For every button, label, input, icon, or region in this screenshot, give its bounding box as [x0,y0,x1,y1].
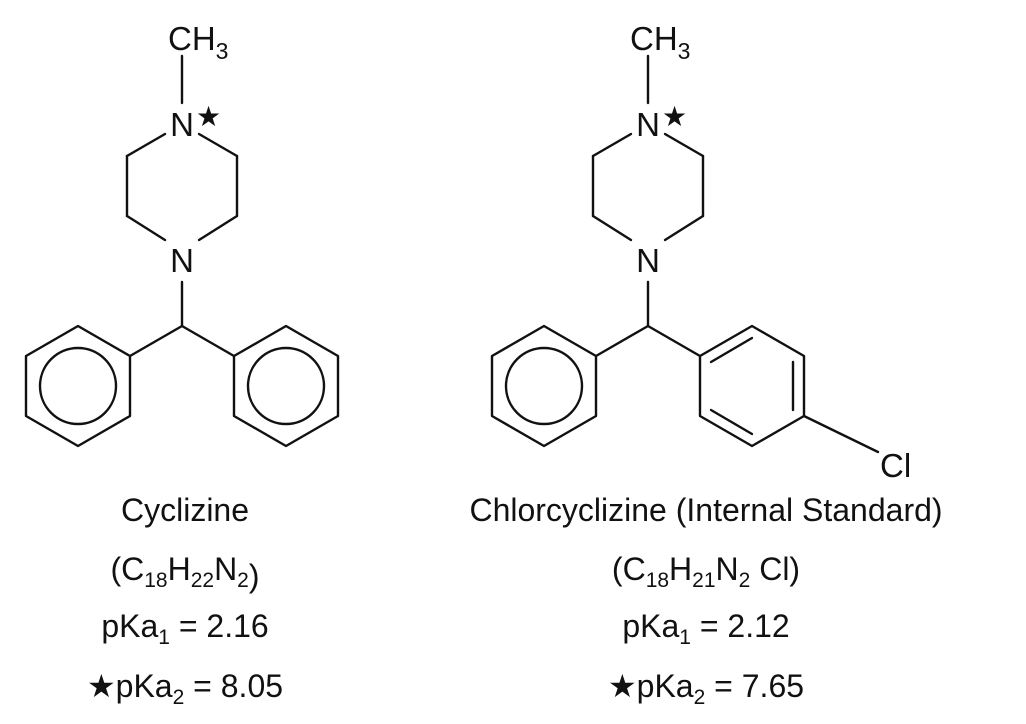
cyclizine-name: Cyclizine [121,492,249,528]
cyclizine-caption: Cyclizine (C18H22N2) pKa1 = 2.16 ★pKa2 =… [87,492,283,709]
cyclizine-pka2: ★pKa2 = 8.05 [87,668,283,709]
cyclizine-structure: CH3 N ★ N [24,20,340,448]
chlorcyclizine-phenyl-ring [490,324,598,448]
cyclizine-n-bottom-label: N [170,242,194,279]
chlorcyclizine-pka1: pKa1 = 2.12 [622,608,789,649]
cyclizine-right-phenyl-ring [232,324,340,448]
chlorcyclizine-structure: CH3 N ★ N [490,20,911,484]
chlorcyclizine-pka2: ★pKa2 = 7.65 [608,668,804,709]
chlorcyclizine-n-bottom-label: N [636,242,660,279]
chlorcyclizine-chlorine-label: Cl [880,447,911,484]
chlorcyclizine-protonation-star-icon: ★ [662,101,687,132]
cyclizine-left-phenyl-ring [24,324,132,448]
chlorcyclizine-formula: (C18H21N2 Cl) [612,551,800,592]
chlorcyclizine-n-top-label: N [636,106,660,143]
cyclizine-methyl-label: CH3 [168,20,228,64]
chlorcyclizine-chlorophenyl-ring [698,324,806,448]
cyclizine-left-aryl-bond [128,324,184,358]
cyclizine-right-aryl-bond [180,324,236,358]
cyclizine-pka1: pKa1 = 2.16 [101,608,268,649]
star-icon: ★ [608,668,637,704]
cyclizine-piperazine-ring [125,132,239,242]
chlorcyclizine-name: Chlorcyclizine (Internal Standard) [469,492,942,528]
chlorcyclizine-right-aryl-bond [646,324,702,358]
cyclizine-protonation-star-icon: ★ [196,101,221,132]
cyclizine-n-top-label: N [170,106,194,143]
chlorcyclizine-c-cl-bond [802,414,880,454]
star-icon: ★ [87,668,116,704]
chlorcyclizine-caption: Chlorcyclizine (Internal Standard) (C18H… [469,492,942,709]
chlorcyclizine-piperazine-ring [591,132,705,242]
chlorcyclizine-left-aryl-bond [594,324,650,358]
cyclizine-formula: (C18H22N2) [110,551,259,594]
chlorcyclizine-methyl-label: CH3 [630,20,690,64]
